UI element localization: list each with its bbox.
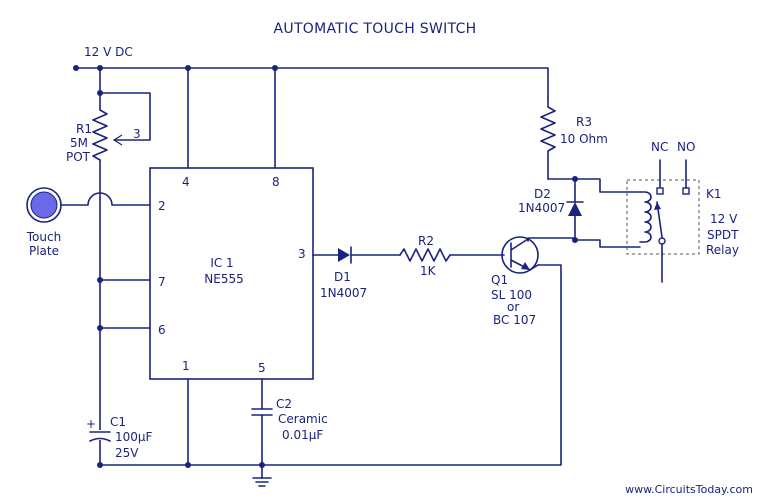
supply-label: 12 V DC — [84, 45, 133, 59]
relay-no-label: NO — [677, 140, 695, 154]
q1-or: or — [507, 300, 519, 314]
ic-pin-7: 7 — [158, 275, 166, 289]
c1-polarity: + — [86, 417, 96, 431]
relay-k1 — [626, 159, 700, 283]
c1-ref: C1 — [110, 415, 126, 429]
relay-label-1: 12 V — [710, 212, 738, 226]
ic-part: NE555 — [204, 272, 243, 286]
q1-transistor — [501, 236, 576, 274]
ic-ref: IC 1 — [210, 256, 233, 270]
r1-value: 5M — [70, 136, 88, 150]
ic-pin-6: 6 — [158, 323, 166, 337]
d2-ref: D2 — [534, 187, 551, 201]
q1-part2: BC 107 — [493, 313, 536, 327]
r1-type: POT — [66, 150, 91, 164]
pin-7-6-connections — [97, 277, 151, 331]
relay-ref: K1 — [706, 187, 722, 201]
ic-pin-1: 1 — [182, 359, 190, 373]
relay-nc-label: NC — [651, 140, 668, 154]
ground-rail — [97, 264, 562, 487]
r3-value: 10 Ohm — [560, 132, 608, 146]
website-credit: www.CircuitsToday.com — [625, 483, 753, 496]
r2-value: 1K — [420, 264, 437, 278]
touch-plate-symbol — [26, 187, 151, 223]
output-path — [312, 246, 505, 264]
touch-plate-disc — [30, 191, 58, 219]
c2-value: 0.01µF — [282, 428, 323, 442]
ic-ne555 — [149, 67, 314, 380]
c1-capacitor — [88, 430, 112, 442]
ic-pin-3: 3 — [298, 247, 306, 261]
c2-type: Ceramic — [278, 412, 328, 426]
c2-ref: C2 — [276, 397, 292, 411]
ic-pin-5: 5 — [258, 361, 266, 375]
r1-potentiometer — [92, 67, 151, 463]
c2-capacitor — [251, 378, 273, 466]
r1-ref: R1 — [76, 122, 92, 136]
r3-resistor — [540, 96, 641, 193]
r1-wiper-pin: 3 — [133, 127, 141, 141]
touch-plate-label-1: Touch — [26, 230, 61, 244]
relay-label-2: SPDT — [707, 228, 739, 242]
q1-part1: SL 100 — [491, 288, 532, 302]
d2-part: 1N4007 — [518, 201, 565, 215]
d1-ref: D1 — [334, 270, 351, 284]
r3-ref: R3 — [576, 115, 592, 129]
d2-diode — [566, 178, 641, 248]
ic-pin-8: 8 — [272, 175, 280, 189]
ic-pin-4: 4 — [182, 175, 190, 189]
c1-voltage: 25V — [115, 446, 139, 460]
diagram-title: AUTOMATIC TOUCH SWITCH — [274, 21, 477, 37]
d1-part: 1N4007 — [320, 286, 367, 300]
touch-plate-label-2: Plate — [29, 244, 59, 258]
relay-label-3: Relay — [706, 243, 739, 257]
ic-pin-2: 2 — [158, 199, 166, 213]
c1-value: 100µF — [115, 430, 153, 444]
q1-ref: Q1 — [491, 273, 508, 287]
r2-ref: R2 — [418, 234, 434, 248]
